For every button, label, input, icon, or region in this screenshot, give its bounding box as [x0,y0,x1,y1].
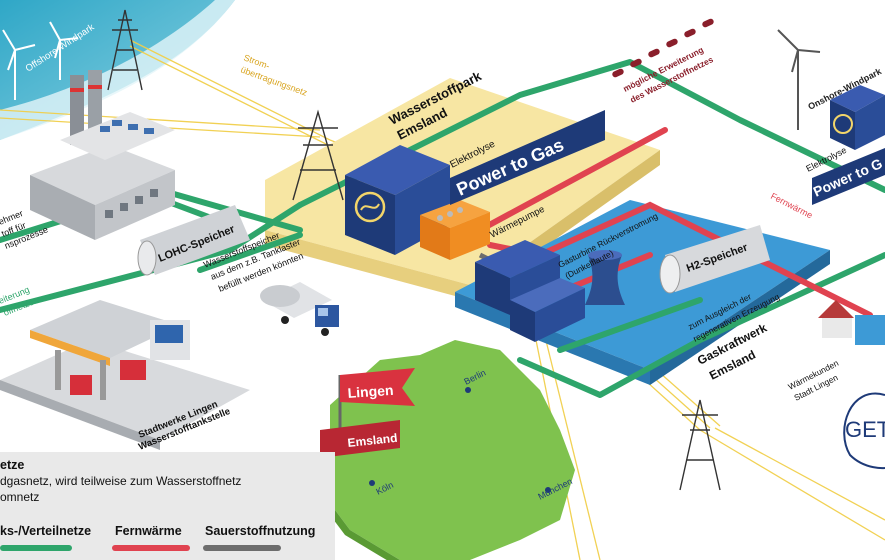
legend-panel: etze dgasnetz, wird teilweise zum Wasser… [0,452,335,560]
hydrogen-filling-station-icon [0,300,250,450]
logo-text: GET [845,417,885,442]
gasturbine-building-icon [475,240,585,342]
legend-swatch-grey [203,545,281,551]
lohc-storage-icon [137,205,250,276]
power-to-gas-banner [450,110,605,205]
legend-col-verteilnetze: ks-/Verteilnetze [0,524,92,538]
legend-col-fernwaerme: Fernwärme [115,524,182,538]
city-dots [369,387,551,493]
offshore-wind-turbines-icon [2,21,79,100]
legend-col-sauerstoff: Sauerstoffnutzung [205,524,316,538]
legend-swatch-red [112,545,190,551]
legend-line-stromnetz: omnetz [0,490,40,504]
power-to-gas-right-banner [812,148,885,205]
industrial-plant-icon [30,70,175,240]
possible-extension-dashes [612,18,714,78]
legend-swatch-green [0,545,72,551]
label-strom-netz-2: übertragungsnetz [239,64,309,98]
waermepumpe-icon [420,200,490,260]
logo-arc [843,392,885,470]
label-fernwaerme: Fernwärme [769,191,814,221]
legend-line-gasnetz: dgasnetz, wird teilweise zum Wasserstoff… [0,474,242,488]
h2-storage-icon [659,225,770,294]
cooling-tower-icon [585,250,625,305]
label-lingen: Lingen [347,382,394,401]
house-icon [818,300,885,345]
lingen-flag-icon [320,368,415,458]
tank-truck-icon [260,282,339,336]
legend-heading: etze [0,458,25,472]
label-emsland: Emsland [347,431,398,450]
elektrolyse-right-building-icon [830,85,885,150]
onshore-wind-turbine-icon [777,29,821,130]
power-pylon-icons [107,9,721,491]
